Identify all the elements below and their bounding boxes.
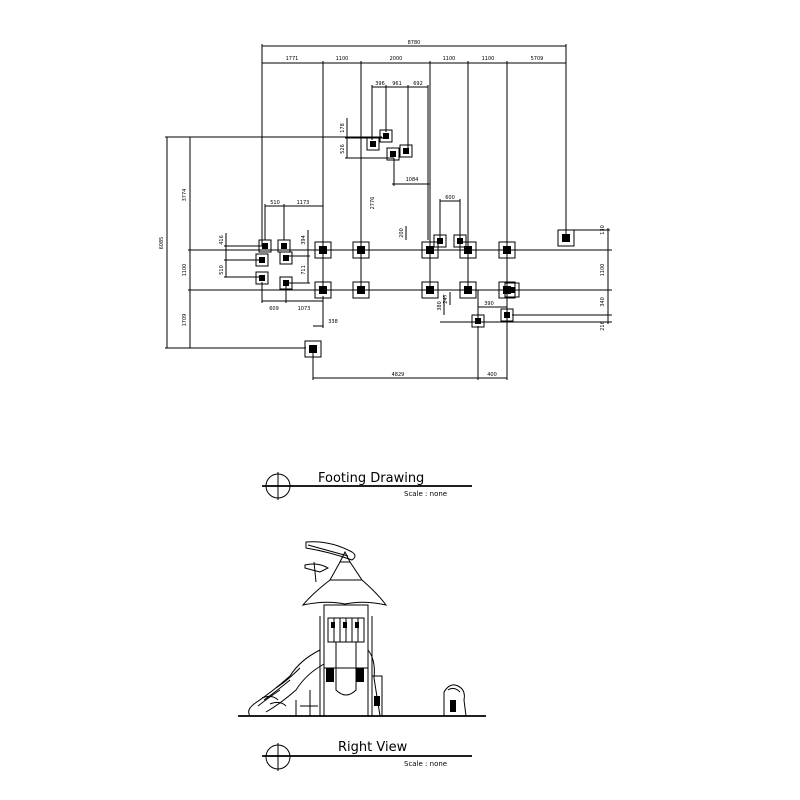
dim-cluster-3: 692 (413, 81, 423, 87)
left-slide (248, 649, 325, 717)
footing-pad-small (366, 137, 380, 151)
footing-pad-small (453, 234, 467, 248)
right-structure (367, 649, 383, 717)
footing-pad-small (471, 314, 485, 328)
footing-pad-small (433, 234, 447, 248)
dim-bottom-4829: 4829 (392, 372, 405, 378)
spring-rider (443, 684, 467, 717)
dim-510: 510 (270, 200, 280, 206)
upper-cluster-dimensions: 396 961 692 178 526 1084 2776 600 200 (340, 81, 461, 240)
dim-top-2: 1100 (336, 56, 349, 62)
dim-left-total: 6085 (159, 237, 165, 250)
dim-v510: 510 (219, 265, 225, 275)
dim-right-130: 130 (600, 225, 606, 235)
footing-title-block: Footing Drawing Scale : none (262, 471, 472, 500)
dim-left-mid: 1100 (182, 264, 188, 277)
left-cluster-dimensions: 510 1173 416 510 394 711 609 1073 338 (219, 200, 338, 328)
tower (319, 604, 373, 717)
dim-200: 200 (399, 228, 405, 238)
footing-pad-small (386, 147, 400, 161)
footing-pad-small (255, 271, 269, 285)
dim-v2776: 2776 (370, 197, 376, 210)
footing-pad-small (258, 239, 272, 253)
footing-plan: 8780 1771 1100 2000 1100 1100 5709 396 9… (159, 40, 612, 380)
footing-pad (352, 241, 370, 259)
footing-pad-small (500, 308, 514, 322)
right-view-title-block: Right View Scale : none (262, 740, 472, 771)
footing-pad (314, 241, 332, 259)
footing-pad (498, 241, 516, 259)
dim-overall-top: 8780 (408, 40, 421, 46)
footing-pads (255, 129, 575, 358)
dim-left-lower: 1709 (182, 314, 188, 327)
dim-right-216: 216 (600, 321, 606, 331)
right-dimensions: 130 1100 340 216 390 380 247 (437, 225, 612, 331)
dim-right-340: 340 (600, 297, 606, 307)
dim-338: 338 (328, 319, 338, 325)
footing-pad (352, 281, 370, 299)
footing-pad (421, 281, 439, 299)
right-view-title: Right View (338, 740, 408, 755)
dim-v178: 178 (340, 123, 346, 133)
dim-v394: 394 (301, 235, 307, 245)
grid-lines (262, 249, 520, 322)
overall-top-dimension: 8780 (261, 40, 567, 246)
footing-scale: Scale : none (404, 490, 447, 498)
right-view-scale: Scale : none (404, 760, 447, 768)
footing-title: Footing Drawing (318, 471, 424, 486)
dim-390: 390 (484, 301, 494, 307)
dim-600: 600 (445, 195, 455, 201)
dim-v711: 711 (301, 265, 307, 275)
footing-pad (459, 241, 477, 259)
dim-top-3: 2000 (390, 56, 403, 62)
dim-top-5: 1100 (482, 56, 495, 62)
footing-pad (421, 241, 439, 259)
dim-1073: 1073 (298, 306, 311, 312)
footing-pad-small (399, 144, 413, 158)
footing-pad (314, 281, 332, 299)
dim-cluster-1: 396 (375, 81, 385, 87)
footing-pad (304, 340, 322, 358)
footing-pad (459, 281, 477, 299)
dim-v247: 247 (443, 294, 449, 304)
right-view-elevation (238, 541, 486, 717)
dim-v380: 380 (437, 301, 443, 311)
footing-pad-small (255, 253, 269, 267)
bottom-dimensions: 4829 400 (312, 318, 508, 380)
dim-left-upper: 3774 (182, 189, 188, 202)
dim-1173: 1173 (297, 200, 310, 206)
footing-pad-small (279, 251, 293, 265)
footing-pad (557, 229, 575, 247)
footing-pad (504, 282, 520, 298)
footing-pad-small (379, 129, 393, 143)
dim-1084: 1084 (406, 177, 419, 183)
top-segment-dimensions: 1771 1100 2000 1100 1100 5709 (262, 56, 566, 248)
dim-v416: 416 (219, 235, 225, 245)
dim-609: 609 (269, 306, 279, 312)
dim-cluster-2: 961 (392, 81, 402, 87)
dim-top-6: 5709 (531, 56, 544, 62)
dim-v526: 526 (340, 144, 346, 154)
roof-canopy (301, 541, 388, 606)
dim-top-4: 1100 (443, 56, 456, 62)
dim-right-1100: 1100 (600, 264, 606, 277)
dim-bottom-400: 400 (487, 372, 497, 378)
footing-pad-small (279, 276, 293, 290)
dim-top-1: 1771 (286, 56, 299, 62)
